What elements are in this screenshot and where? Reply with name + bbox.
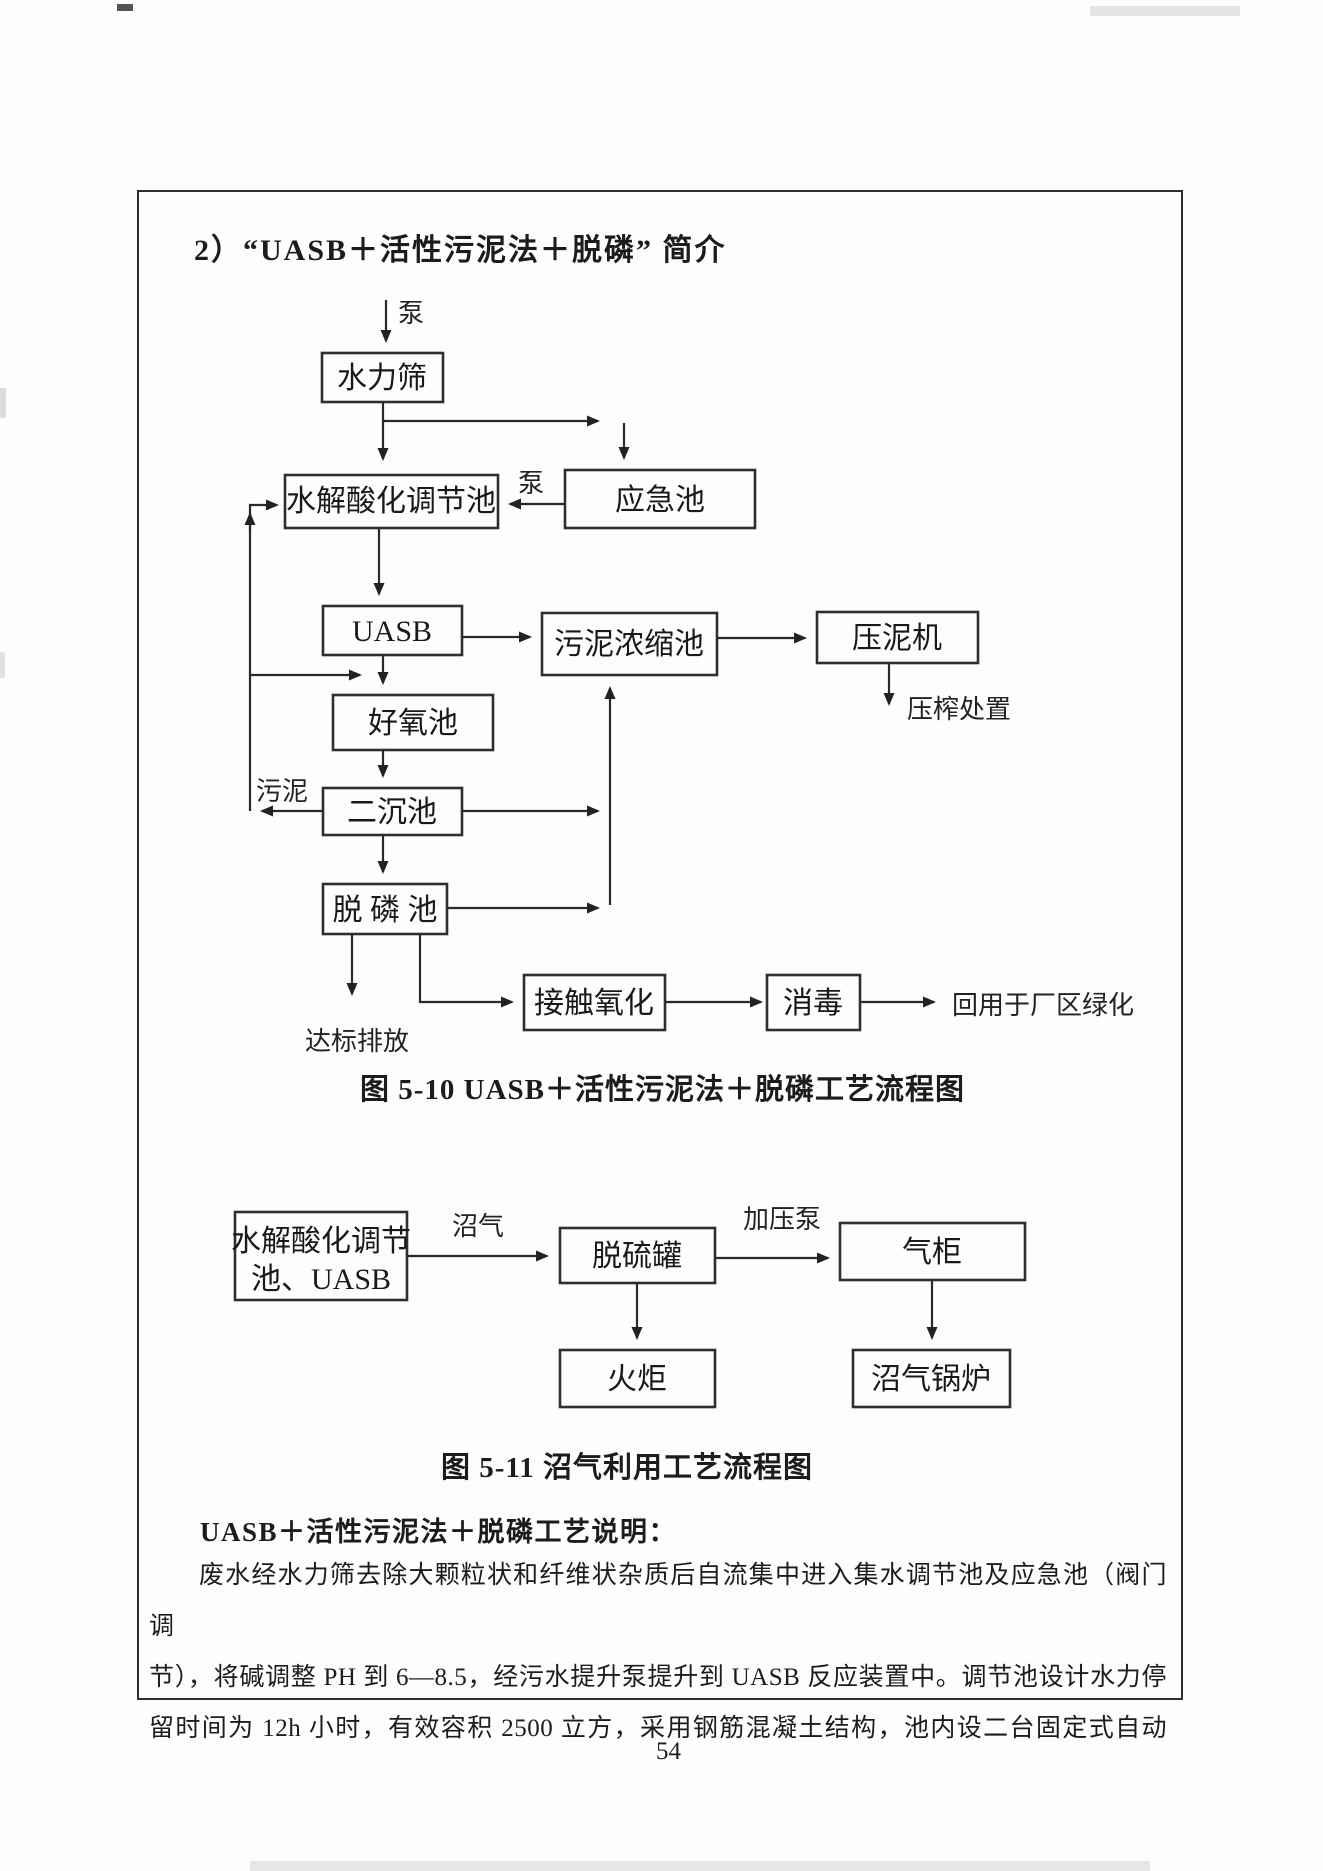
biogas-source-box — [233, 1210, 409, 1302]
process-description-heading: UASB＋活性污泥法＋脱磷工艺说明： — [200, 1517, 678, 1547]
scan-artifact — [250, 1861, 1150, 1871]
desulfurization-tank-label: 脱硫罐 — [592, 1240, 682, 1273]
body-paragraph: 废水经水力筛去除大颗粒状和纤维状杂质后自流集中进入集水调节池及应急池（阀门调 节… — [149, 1550, 1167, 1754]
paragraph-line-2: 节），将碱调整 PH 到 6—8.5，经污水提升泵提升到 UASB 反应装置中。… — [149, 1664, 1167, 1691]
gas-holder-box — [838, 1221, 1027, 1282]
scan-artifact — [0, 388, 6, 418]
gas-holder-label: 气柜 — [902, 1236, 962, 1269]
biogas-label: 沼气 — [452, 1212, 504, 1241]
page-title: 2）“UASB＋活性污泥法＋脱磷” 简介 — [194, 234, 727, 267]
hydraulic-screen-box — [320, 351, 445, 404]
sludge-thickener-box — [540, 611, 719, 677]
aerobic-pool-box — [331, 693, 495, 752]
disinfection-label: 消毒 — [783, 987, 843, 1020]
arrow-dephos-to-contact — [418, 934, 514, 1008]
emergency-pool-label: 应急池 — [615, 484, 705, 517]
figure-5-11-caption: 图 5-11 沼气利用工艺流程图 — [441, 1452, 814, 1484]
secondary-sedimentation-label: 二沉池 — [347, 796, 437, 829]
figure-5-10-caption: 图 5-10 UASB＋活性污泥法＋脱磷工艺流程图 — [360, 1074, 966, 1106]
hydraulic-screen-label: 水力筛 — [337, 362, 427, 395]
sludge-label: 污泥 — [256, 777, 308, 806]
contact-oxidation-label: 接触氧化 — [534, 987, 654, 1020]
flare-label: 火炬 — [607, 1363, 667, 1396]
scan-artifact — [1090, 6, 1240, 16]
paragraph-line-1: 废水经水力筛去除大颗粒状和纤维状杂质后自流集中进入集水调节池及应急池（阀门调 — [149, 1562, 1167, 1640]
emergency-pool-box — [563, 468, 757, 530]
dephosphorization-pool-box — [321, 882, 449, 936]
mud-press-box — [815, 610, 980, 665]
mud-press-label: 压泥机 — [852, 622, 942, 655]
uasb-label: UASB — [352, 615, 432, 648]
scan-artifact — [117, 4, 133, 11]
disinfection-box — [765, 973, 862, 1032]
biogas-source-label-line2: 池、UASB — [251, 1263, 391, 1296]
pump-label-top: 泵 — [398, 299, 424, 328]
flare-box — [558, 1348, 717, 1409]
regulating-pool-box — [283, 473, 500, 530]
regulating-pool-label: 水解酸化调节池 — [286, 485, 496, 518]
sludge-return-line — [248, 499, 279, 811]
biogas-boiler-box — [851, 1348, 1012, 1409]
standard-discharge-label: 达标排放 — [305, 1027, 409, 1056]
page-number: 54 — [656, 1738, 681, 1765]
dephosphorization-pool-label: 脱 磷 池 — [333, 894, 438, 927]
biogas-source-label-line1: 水解酸化调节 — [231, 1225, 411, 1258]
booster-pump-label: 加压泵 — [743, 1205, 821, 1234]
paragraph-line-3: 留时间为 12h 小时，有效容积 2500 立方，采用钢筋混凝土结构，池内设二台… — [149, 1715, 1167, 1742]
sludge-thickener-label: 污泥浓缩池 — [554, 628, 704, 661]
uasb-box — [321, 604, 464, 657]
reuse-label: 回用于厂区绿化 — [952, 991, 1134, 1020]
scan-artifact — [0, 652, 5, 678]
aerobic-pool-label: 好氧池 — [368, 707, 458, 740]
biogas-boiler-label: 沼气锅炉 — [871, 1363, 991, 1396]
press-disposal-label: 压榨处置 — [907, 695, 1011, 724]
pump-label-side: 泵 — [518, 469, 544, 498]
page-border-frame — [137, 190, 1183, 1700]
contact-oxidation-box — [522, 973, 667, 1032]
secondary-sedimentation-box — [321, 786, 464, 837]
